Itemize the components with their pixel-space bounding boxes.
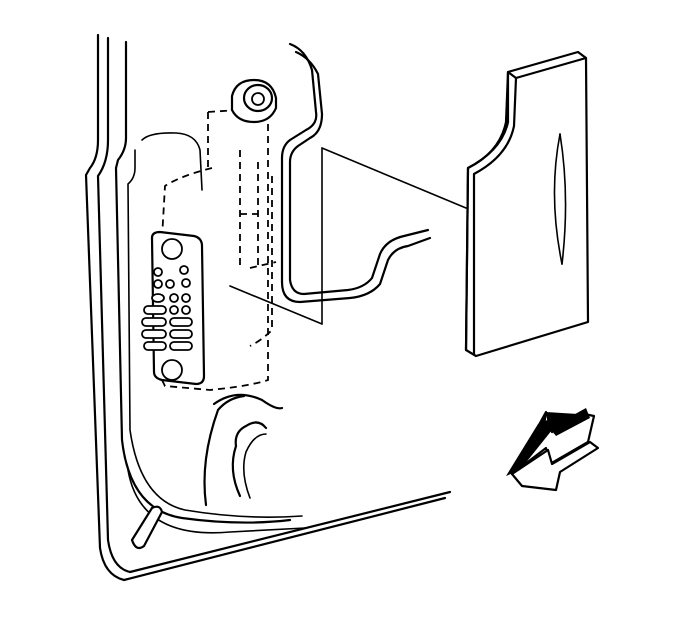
- water-deflector-cover: [464, 50, 590, 358]
- wire-grommet: [230, 78, 278, 124]
- callout-lines: [229, 147, 467, 325]
- door-inner-panel: [84, 33, 452, 582]
- direction-arrow-icon: [506, 408, 600, 492]
- multi-pin-connector: [141, 230, 206, 386]
